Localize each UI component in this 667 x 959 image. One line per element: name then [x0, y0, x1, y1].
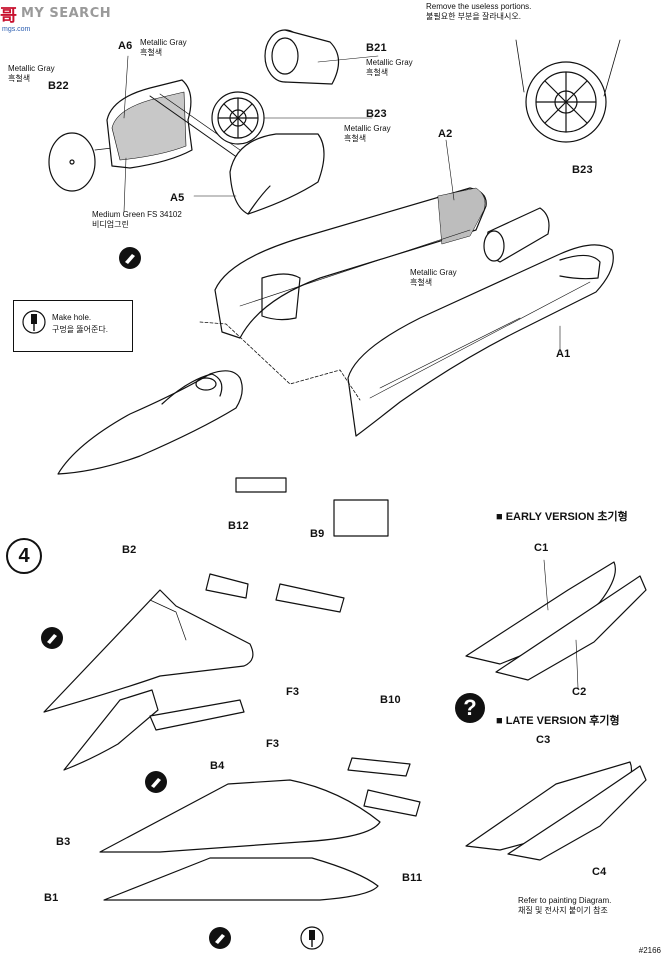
part-b4 — [63, 689, 159, 771]
label-c3: C3 — [536, 734, 551, 746]
remove-note-en: Remove the useless portions. — [426, 2, 532, 11]
watermark: 哥 MY SEARCH — [0, 0, 170, 26]
drill-icon — [22, 310, 46, 334]
label-f3-b: F3 — [266, 738, 280, 750]
question-icon: ? — [455, 693, 485, 723]
late-version-heading: ■ LATE VERSION 후기형 — [496, 712, 620, 728]
color-callout-a6-en: Metallic Gray — [140, 38, 187, 47]
glue-icon — [118, 246, 142, 270]
glue-icon-b2 — [40, 626, 64, 650]
make-hole-en: Make hole. — [52, 313, 92, 322]
drill-icon-b1 — [300, 926, 324, 950]
remove-note-kr: 불필요한 부분을 잘라내시오. — [426, 12, 521, 21]
make-hole-text: Make hole. 구멍을 뚫어준다. — [52, 312, 108, 336]
label-b10: B10 — [380, 694, 401, 706]
label-b21: B21 — [366, 42, 387, 54]
late-version-bullet: ■ — [496, 715, 506, 727]
color-callout-b22: Metallic Gray 흑철색 — [8, 64, 55, 84]
watermark-text: MY SEARCH — [21, 5, 112, 21]
part-c4-tail-late — [507, 765, 647, 861]
color-callout-a2: Metallic Gray 흑철색 — [410, 268, 457, 288]
part-b3-wing — [99, 779, 381, 853]
make-hole-box — [13, 300, 133, 352]
label-b1: B1 — [44, 892, 59, 904]
watermark-url: mgs.com — [2, 26, 31, 33]
refer-note: Refer to painting Diagram. 채질 및 전사지 붙이기 … — [518, 896, 611, 916]
glue-icon-b1 — [208, 926, 232, 950]
color-callout-b21-en: Metallic Gray — [366, 58, 413, 67]
label-b2: B2 — [122, 544, 137, 556]
watermark-logo: 哥 — [0, 5, 17, 26]
label-b9: B9 — [310, 528, 325, 540]
color-callout-a6-green-kr: 비디엄그린 — [92, 220, 129, 229]
part-a5-shell — [229, 133, 325, 215]
label-b12: B12 — [228, 520, 249, 532]
part-b22-disc — [48, 132, 96, 192]
label-b3: B3 — [56, 836, 71, 848]
color-callout-a6-green-en: Medium Green FS 34102 — [92, 210, 182, 219]
label-b23-detail: B23 — [572, 164, 593, 176]
color-callout-b23-kr: 흑철색 — [344, 134, 367, 143]
refer-note-kr: 채질 및 전사지 붙이기 참조 — [518, 906, 608, 915]
early-version-bullet: ■ — [496, 511, 506, 523]
make-hole-kr: 구멍을 뚫어준다. — [52, 325, 108, 334]
color-callout-a2-en: Metallic Gray — [410, 268, 457, 277]
refer-note-en: Refer to painting Diagram. — [518, 896, 612, 905]
page-code: #2166 — [638, 946, 661, 955]
label-b4: B4 — [210, 760, 225, 772]
late-version-title: LATE VERSION — [505, 715, 587, 727]
color-callout-a6: Metallic Gray 흑철색 — [140, 38, 187, 58]
color-callout-b21: Metallic Gray 흑철색 — [366, 58, 413, 78]
color-callout-b23: Metallic Gray 흑철색 — [344, 124, 391, 144]
color-callout-a2-kr: 흑철색 — [410, 278, 433, 287]
early-version-kr: 초기형 — [597, 511, 628, 523]
label-b22: B22 — [48, 80, 69, 92]
color-callout-b22-kr: 흑철색 — [8, 74, 31, 83]
color-callout-a6-kr: 흑철색 — [140, 48, 163, 57]
label-a1: A1 — [556, 348, 571, 360]
color-callout-b23-en: Metallic Gray — [344, 124, 391, 133]
part-c2-tail-early — [495, 575, 647, 681]
step-number: 4 — [6, 538, 42, 574]
label-c2: C2 — [572, 686, 587, 698]
part-b2-wing — [43, 589, 254, 713]
glue-icon-b4 — [144, 770, 168, 794]
label-b11: B11 — [402, 872, 423, 884]
late-version-kr: 후기형 — [589, 715, 620, 727]
early-version-heading: ■ EARLY VERSION 초기형 — [496, 508, 628, 524]
color-callout-b21-kr: 흑철색 — [366, 68, 389, 77]
part-a2-fuselage — [214, 187, 487, 339]
label-a5: A5 — [170, 192, 185, 204]
label-a6: A6 — [118, 40, 133, 52]
part-nose-cockpit — [57, 370, 243, 475]
label-c4: C4 — [592, 866, 607, 878]
early-version-title: EARLY VERSION — [505, 511, 595, 523]
part-b1-wing — [103, 857, 379, 901]
label-f3-a: F3 — [286, 686, 300, 698]
label-b23: B23 — [366, 108, 387, 120]
label-a2: A2 — [438, 128, 453, 140]
label-c1: C1 — [534, 542, 549, 554]
remove-note: Remove the useless portions. 불필요한 부분을 잘라… — [426, 2, 531, 22]
part-a1-fuselage — [347, 244, 614, 437]
color-callout-a6-green: Medium Green FS 34102 비디엄그린 — [92, 210, 182, 230]
color-callout-b22-en: Metallic Gray — [8, 64, 55, 73]
